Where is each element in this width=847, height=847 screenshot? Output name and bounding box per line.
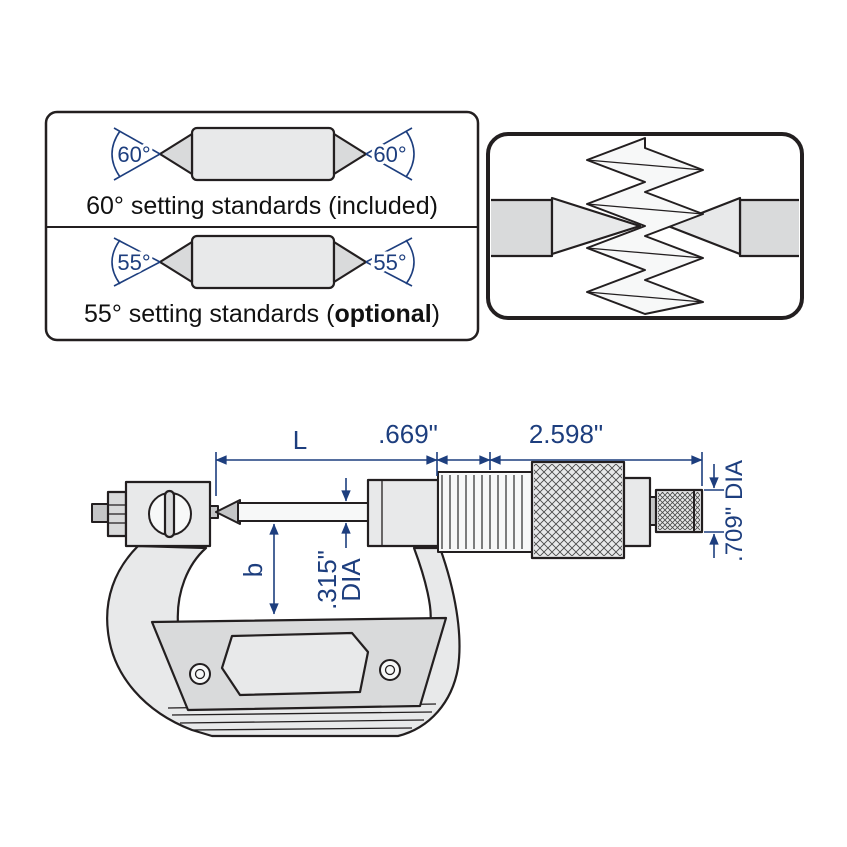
setting-standard-60-illustration: 60° 60° [111,126,415,182]
caption-55-prefix: 55° setting standards ( [84,300,335,328]
standard-left-tip [158,132,194,176]
standard-right-tip [332,240,368,284]
standard-body [190,234,336,290]
caption-60-standards: 60° setting standards (included) [86,192,438,220]
angle-label-55-left: 55° [117,250,150,275]
thimble-knurling [534,464,622,556]
left-screw-center [194,668,206,680]
spindle [237,502,373,522]
left-anvil-shaft [491,198,554,258]
grip-inset-plate [220,631,370,697]
standard-right-tip [332,132,368,176]
dim-label-2598: 2.598" [529,419,603,449]
angle-marks-left [111,127,161,181]
angle-label-60-right: 60° [373,142,406,167]
frame-boss [366,478,440,548]
standard-left-tip [158,240,194,284]
dim-label-L: L [293,425,307,455]
left-screw [189,663,211,685]
dim-label-315-unit: DIA [336,558,366,602]
thread-closeup-scene [491,137,799,315]
screw-thread-profile [586,137,704,315]
thread-flank-lines [586,159,704,303]
dim-label-709: .709" DIA [721,460,748,562]
grip-screws [189,659,401,685]
caption-55-bold: optional [334,300,431,328]
setting-standard-55-illustration: 55° 55° [111,234,415,290]
sleeve-graduations [441,475,529,549]
angle-marks-right [365,237,415,287]
angle-marks-left [111,237,161,287]
setting-standards-panel: 60° 60° 60° setting standards (included) [44,110,480,342]
standard-body [190,126,336,182]
caption-55-suffix: ) [432,300,440,328]
angle-marks-right [365,127,415,181]
caption-55-standards: 55° setting standards (optional) [84,300,440,328]
angle-label-55-right: 55° [373,250,406,275]
standard-60-row: 60° 60° 60° setting standards (included) [86,126,438,220]
thimble-cap [622,476,652,548]
right-anvil-shaft [738,198,799,258]
right-screw [379,659,401,681]
right-vee-anvil [666,196,742,256]
angle-label-60-left: 60° [117,142,150,167]
anvil-cap-ridges [108,504,126,524]
anvil-end-stub [91,503,109,523]
thread-closeup-panel [486,132,804,320]
lock-lever-pin [163,489,176,539]
dimension-annotations: L .669" 2.598" .709" DIA b .315" DIA [215,419,748,615]
standard-55-row: 55° 55° 55° setting standards (optional) [84,234,440,328]
dim-label-669: .669" [378,419,438,449]
right-screw-center [384,664,396,676]
dim-label-b: b [238,563,268,577]
vee-anvil-tip [215,499,241,525]
dim-label-315-value: .315" [312,550,342,610]
left-cone-anvil [550,196,642,256]
micrometer-drawing: L .669" 2.598" .709" DIA b .315" DIA [91,419,748,738]
